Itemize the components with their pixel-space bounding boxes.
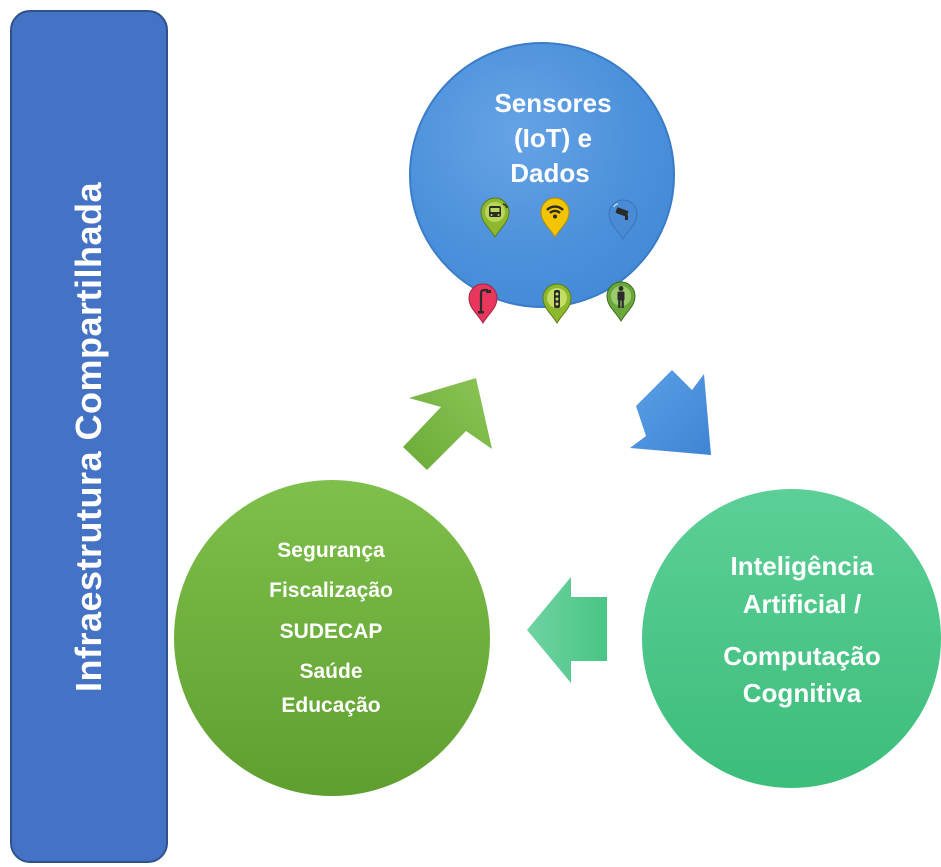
services-label-line-2: Fiscalização	[269, 579, 393, 602]
camera-marker-icon	[608, 199, 638, 240]
arrow-to-services	[527, 577, 607, 683]
arrow-to-ai	[630, 370, 711, 455]
infrastructure-sidebar	[10, 10, 168, 863]
services-label-line-3: SUDECAP	[279, 620, 383, 643]
ai-label-line-3: Computação	[723, 641, 881, 671]
sensors-label-line-3: Dados	[510, 158, 590, 188]
services-circle	[174, 480, 490, 796]
services-label-line-5: Educação	[281, 694, 381, 717]
ai-label-line-4: Cognitiva	[742, 678, 862, 708]
ai-label-line-1: Inteligência	[730, 551, 874, 581]
services-label-line-4: Saúde	[299, 660, 363, 683]
streetlight-marker-icon	[468, 283, 498, 324]
wifi-marker-icon	[540, 197, 570, 238]
sensors-label-line-1: Sensores	[494, 88, 612, 118]
services-label-line-1: Segurança	[277, 539, 385, 562]
person-marker-icon	[606, 281, 636, 322]
sensors-circle	[409, 42, 675, 308]
sidebar-title: Infraestrutura Compartilhada	[68, 181, 109, 693]
ai-circle	[642, 489, 941, 788]
traffic-light-marker-icon	[542, 283, 572, 324]
bus-marker-icon	[480, 197, 510, 238]
arrow-to-sensors	[403, 378, 492, 470]
ai-label-line-2: Artificial /	[742, 589, 862, 619]
sensors-label-line-2: (IoT) e	[514, 123, 592, 153]
